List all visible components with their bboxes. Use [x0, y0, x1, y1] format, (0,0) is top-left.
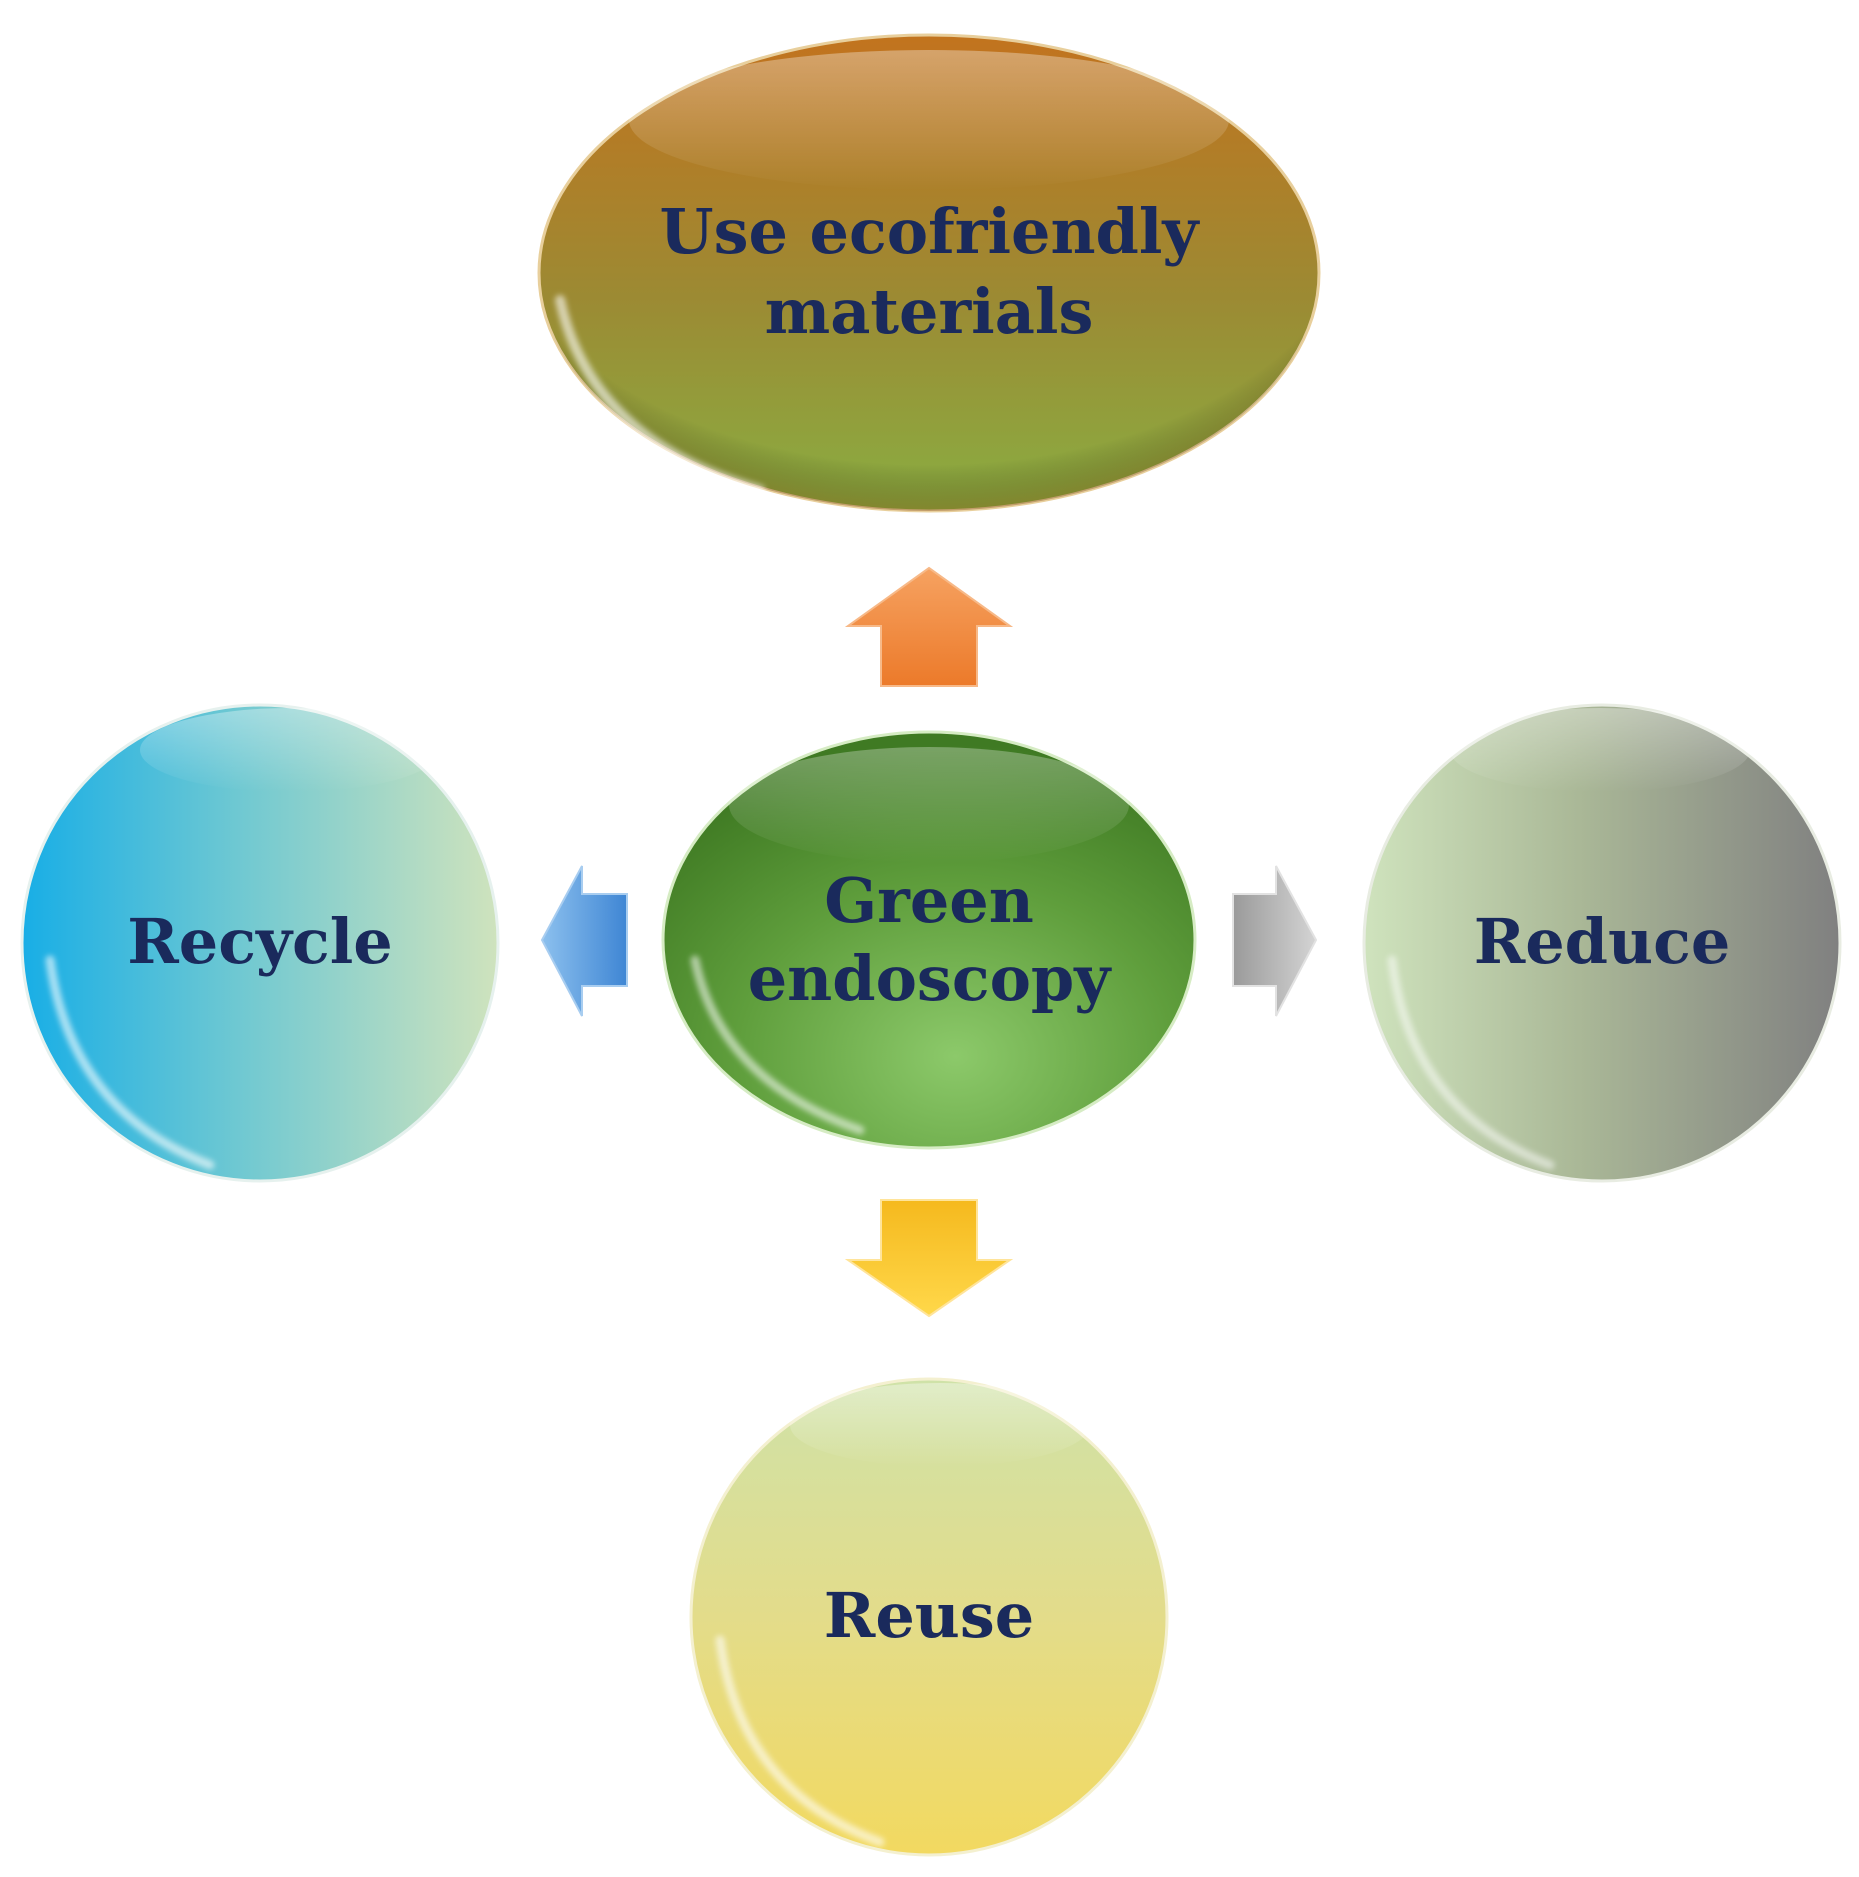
node-left-shape [20, 703, 500, 1183]
node-reuse: Reuse [689, 1377, 1169, 1857]
node-reduce: Reduce [1362, 703, 1842, 1183]
node-bottom-rim-highlight [715, 1635, 885, 1847]
node-top-rim-highlight [555, 295, 765, 495]
node-center-rim-highlight [690, 955, 865, 1135]
node-left-rim-highlight [45, 955, 215, 1170]
node-recycle: Recycle [20, 703, 500, 1183]
node-bottom-label: Reuse [824, 1579, 1034, 1652]
node-left-gloss [140, 708, 440, 792]
node-right-gloss [1450, 708, 1750, 792]
node-right-label: Reduce [1474, 905, 1731, 978]
node-right-shape [1362, 703, 1842, 1183]
node-left-label: Recycle [127, 905, 393, 978]
node-top-label-line-2: materials [765, 275, 1094, 348]
node-right-rim-highlight [1387, 955, 1555, 1170]
node-bottom-shape [689, 1377, 1169, 1857]
node-center-label-line-1: Green [824, 864, 1034, 937]
node-top-label-line-1: Use ecofriendly [660, 195, 1201, 268]
node-center-gloss [729, 747, 1129, 863]
node-top-gloss [629, 50, 1229, 190]
arrow-right-icon [1232, 865, 1318, 1017]
node-use-ecofriendly-materials: Use ecofriendly materials [537, 33, 1321, 513]
node-center-label-line-2: endoscopy [748, 942, 1113, 1015]
arrow-left-icon [540, 865, 628, 1017]
arrow-down-icon [844, 1199, 1014, 1318]
node-bottom-gloss [790, 1383, 1090, 1467]
arrow-up-icon [844, 566, 1014, 687]
node-green-endoscopy: Green endoscopy [661, 730, 1197, 1150]
